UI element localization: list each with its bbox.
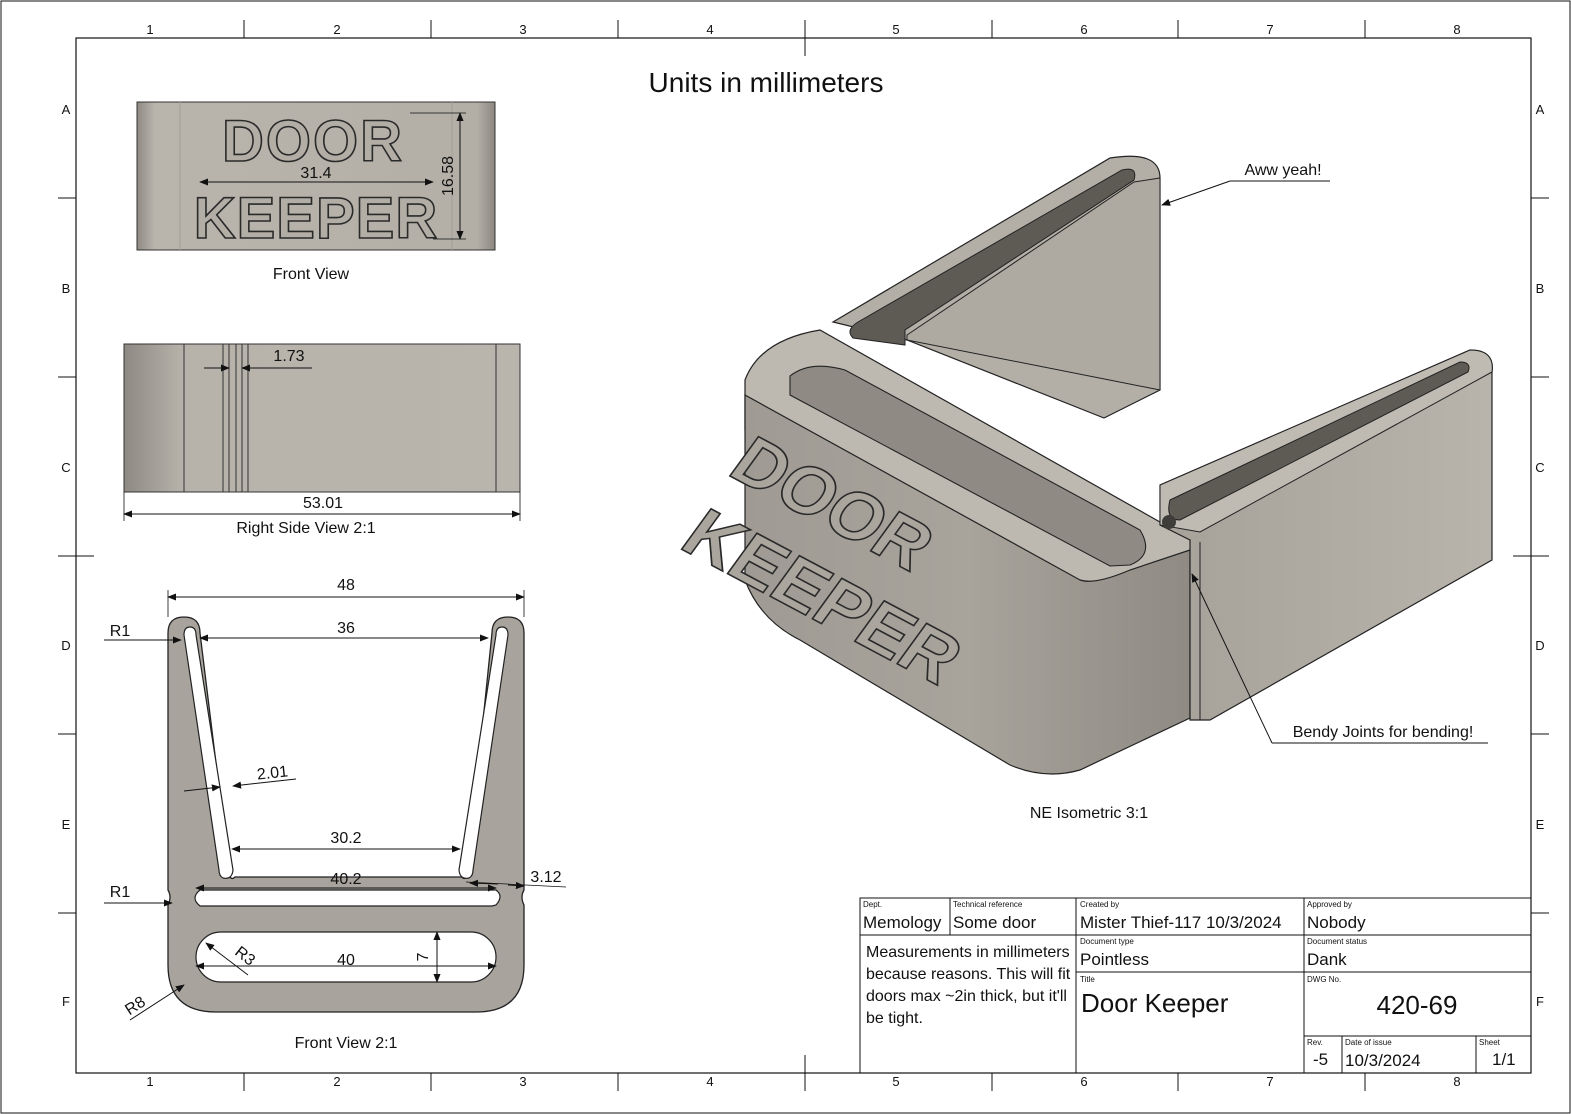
col-label-top-2: 2 xyxy=(333,22,340,37)
front-2to1-caption: Front View 2:1 xyxy=(295,1035,398,1052)
dim-2to1-40-2: 40.2 xyxy=(330,871,361,888)
col-label-bottom-7: 7 xyxy=(1266,1074,1273,1089)
row-label-left-d: D xyxy=(61,638,70,653)
right-side-caption: Right Side View 2:1 xyxy=(236,520,375,537)
title-label: Title xyxy=(1080,975,1095,984)
callout-aww-yeah: Aww yeah! xyxy=(1244,162,1321,179)
zone-ticks xyxy=(58,20,1549,1091)
dim-2to1-r8: R8 xyxy=(122,993,148,1018)
row-label-left-b: B xyxy=(62,281,71,296)
col-label-bottom-4: 4 xyxy=(706,1074,713,1089)
date-label: Date of issue xyxy=(1345,1038,1392,1047)
title-block-grid xyxy=(859,897,1532,1074)
approved-value: Nobody xyxy=(1307,913,1366,932)
rev-label: Rev. xyxy=(1307,1038,1323,1047)
docstatus-value: Dank xyxy=(1307,950,1347,969)
col-label-top-5: 5 xyxy=(892,22,899,37)
front-view: DOOR KEEPER 31.4 16.58 Front View xyxy=(136,101,496,283)
dept-label: Dept. xyxy=(863,900,883,909)
row-label-right-b: B xyxy=(1536,281,1545,296)
doctype-value: Pointless xyxy=(1080,950,1149,969)
created-value: Mister Thief-117 10/3/2024 xyxy=(1080,913,1282,932)
dim-2to1-36: 36 xyxy=(337,620,355,637)
dim-2to1-2-01: 2.01 xyxy=(256,763,289,783)
col-label-bottom-8: 8 xyxy=(1453,1074,1460,1089)
front-emboss-door: DOOR xyxy=(222,109,404,174)
dim-2to1-r1-top: R1 xyxy=(110,623,131,640)
col-label-top-6: 6 xyxy=(1080,22,1087,37)
title-value: Door Keeper xyxy=(1081,988,1229,1018)
date-value: 10/3/2024 xyxy=(1345,1051,1421,1070)
col-label-bottom-1: 1 xyxy=(146,1074,153,1089)
right-side-view: 1.73 53.01 Right Side View 2:1 xyxy=(123,343,521,537)
dim-2to1-7: 7 xyxy=(415,952,432,961)
row-label-left-a: A xyxy=(62,102,71,117)
dim-2to1-3-12: 3.12 xyxy=(530,869,561,886)
techref-value: Some door xyxy=(953,913,1037,932)
sheet-value: 1/1 xyxy=(1492,1050,1516,1069)
dwg-label: DWG No. xyxy=(1307,975,1342,984)
col-label-top-4: 4 xyxy=(706,22,713,37)
col-label-bottom-6: 6 xyxy=(1080,1074,1087,1089)
dim-2to1-48: 48 xyxy=(337,577,355,594)
row-label-right-d: D xyxy=(1535,638,1544,653)
dim-2to1-40: 40 xyxy=(337,952,355,969)
techref-label: Technical reference xyxy=(953,900,1023,909)
row-label-right-c: C xyxy=(1535,460,1544,475)
row-label-right-a: A xyxy=(1536,102,1545,117)
row-label-left-e: E xyxy=(62,817,71,832)
callout-bendy-joints: Bendy Joints for bending! xyxy=(1293,724,1474,741)
dwg-value: 420-69 xyxy=(1376,990,1458,1020)
dim-front-16-58: 16.58 xyxy=(440,156,457,196)
approved-label: Approved by xyxy=(1307,900,1352,909)
sheet-heading: Units in millimeters xyxy=(649,67,884,98)
col-label-top-8: 8 xyxy=(1453,22,1460,37)
col-label-top-7: 7 xyxy=(1266,22,1273,37)
dept-value: Memology xyxy=(863,913,942,932)
doctype-label: Document type xyxy=(1080,937,1134,946)
col-label-top-3: 3 xyxy=(519,22,526,37)
created-label: Created by xyxy=(1080,900,1120,909)
row-label-right-e: E xyxy=(1536,817,1545,832)
dim-side-53-01: 53.01 xyxy=(303,495,343,512)
docstatus-label: Document status xyxy=(1307,937,1368,946)
front-view-2to1: 48 36 R1 2.01 30.2 40.2 3.12 R1 40 7 R3 … xyxy=(104,577,567,1052)
row-label-left-f: F xyxy=(62,994,70,1009)
dim-2to1-30-2: 30.2 xyxy=(330,830,361,847)
isometric-view: DOOR KEEPER Aww yeah! Bendy Joints for b… xyxy=(667,155,1493,822)
row-label-right-f: F xyxy=(1536,994,1544,1009)
iso-caption: NE Isometric 3:1 xyxy=(1030,805,1148,822)
col-label-bottom-2: 2 xyxy=(333,1074,340,1089)
rev-value: -5 xyxy=(1313,1050,1329,1069)
sheet-label: Sheet xyxy=(1479,1038,1500,1047)
dim-front-31-4: 31.4 xyxy=(300,165,331,182)
dim-2to1-r1-low: R1 xyxy=(110,884,131,901)
col-label-top-1: 1 xyxy=(146,22,153,37)
row-label-left-c: C xyxy=(61,460,70,475)
front-emboss-keeper: KEEPER xyxy=(194,186,439,251)
col-label-bottom-3: 3 xyxy=(519,1074,526,1089)
dim-side-1-73: 1.73 xyxy=(273,348,304,365)
front-view-caption: Front View xyxy=(273,266,350,283)
notes-text: Measurements in millimeters because reas… xyxy=(866,944,1071,1027)
col-label-bottom-5: 5 xyxy=(892,1074,899,1089)
